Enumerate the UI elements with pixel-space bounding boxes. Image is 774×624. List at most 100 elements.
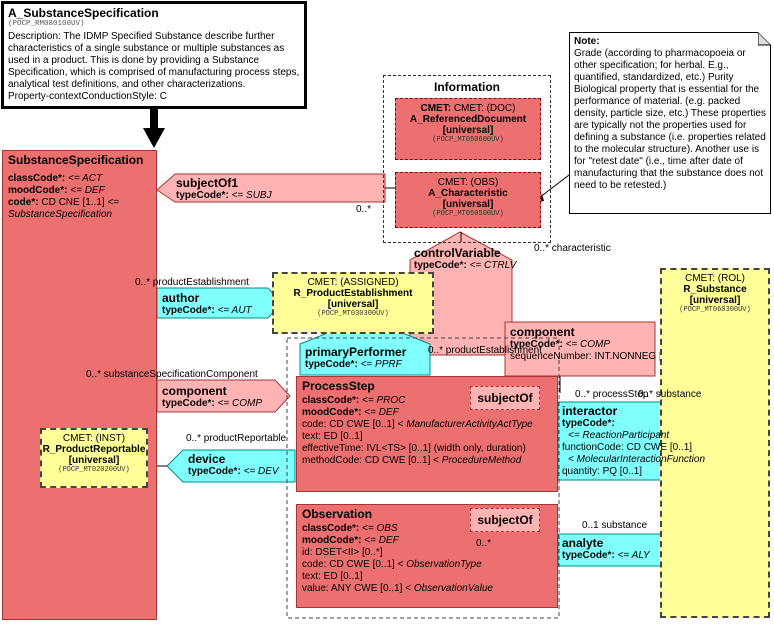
device-participation[interactable]: device typeCode*: <= DEV: [188, 452, 293, 480]
pp-role: productEstablishment: [445, 345, 542, 356]
primaryperformer-title: primaryPerformer: [305, 345, 407, 359]
controlvariable-type-label: typeCode*:: [414, 260, 467, 271]
author-type-val: <= AUT: [217, 305, 252, 316]
est-name: R_ProductEstablishment: [293, 288, 413, 299]
cmet-substance[interactable]: CMET: (ROL) R_Substance [universal] (POC…: [660, 268, 770, 618]
rep-name: R_ProductReportable: [42, 444, 146, 455]
ps-attr-name: effectiveTime: IVL<TS> [0..1] (width onl…: [302, 443, 526, 454]
substance-spec-title: SubstanceSpecification: [8, 153, 144, 167]
sub-id: (POCP_MT060300UV): [679, 306, 751, 314]
int-role-left: processStep: [592, 389, 649, 400]
analyte-mult: 0..1: [582, 520, 599, 531]
ps-attr-name: text: ED [0..1]: [302, 431, 363, 442]
cr-type-val: <= COMP: [565, 339, 611, 350]
cmet-characteristic[interactable]: CMET: (OBS) A_Characteristic [universal]…: [395, 172, 541, 228]
author-role-name: productEstablishment: [152, 277, 249, 288]
obs-attr-name: classCode*:: [302, 523, 360, 534]
entry-id: (POCP_RM080100UV): [8, 20, 85, 28]
cmet-product-establishment[interactable]: CMET: (ASSIGNED) R_ProductEstablishment …: [272, 272, 434, 334]
device-mult: 0..*: [186, 433, 202, 444]
note-heading: Note:: [574, 36, 600, 47]
cl-type-val: <= COMP: [217, 398, 263, 409]
int-type-val: <= ReactionParticipant: [568, 430, 670, 441]
subjectof1-multiplicity: 0..*: [356, 204, 372, 215]
int-mult-right: 0..*: [638, 389, 654, 400]
pp-type-label: typeCode*:: [305, 359, 358, 370]
rep-cmet: CMET: (INST): [62, 433, 126, 444]
analyte-title: analyte: [562, 536, 604, 550]
ps-attr-name: code: CD CWE [0..1] <: [302, 419, 404, 430]
controlvariable-title: controlVariable: [414, 246, 501, 260]
obs-attr-name: code: CD CWE [0..1] <: [302, 559, 404, 570]
component-relationship-right[interactable]: component typeCode*: <= COMP sequenceNum…: [510, 325, 681, 375]
cl-role: substanceSpecificationComponent: [103, 369, 258, 380]
interactor-role-right: 0..* substance: [638, 389, 701, 400]
analyte-role-name: substance: [601, 520, 648, 531]
cmet-referenced-document[interactable]: CMET: CMET: (DOC) A_ReferencedDocument […: [395, 98, 541, 160]
component-relationship-left[interactable]: component typeCode*: <= COMP: [162, 384, 277, 410]
author-participation[interactable]: author typeCode*: <= AUT: [162, 291, 272, 317]
int-fc-val: < MolecularInteractionFunction: [568, 454, 706, 465]
int-role-right: substance: [655, 389, 702, 400]
int-qty: quantity: PQ [0..1]: [562, 466, 643, 477]
ps-attr-val: ManufacturerActivityActType: [406, 419, 533, 430]
analyte-type-label: typeCode*:: [562, 550, 615, 561]
entry-point-box: A_SubstanceSpecification (POCP_RM080100U…: [1, 1, 307, 109]
ss-attr-name: classCode*:: [8, 173, 66, 184]
sub-cmet: CMET: (ROL): [685, 273, 745, 284]
rep-univ: [universal]: [68, 455, 120, 466]
subjectof1-relationship[interactable]: subjectOf1 typeCode*: <= SUBJ: [176, 176, 376, 202]
cv-mult: 0..*: [534, 243, 550, 254]
ps-subjectof-label: subjectOf: [477, 391, 533, 405]
ss-attr-val: SubstanceSpecification: [8, 209, 112, 220]
cmet-product-reportable[interactable]: CMET: (INST) R_ProductReportable [univer…: [40, 428, 148, 488]
est-cmet: CMET: (ASSIGNED): [307, 277, 399, 288]
substance-specification-class[interactable]: SubstanceSpecification classCode*: <= AC…: [2, 150, 157, 620]
device-role-name: productReportable: [203, 433, 287, 444]
observation-class[interactable]: Observation classCode*: <= OBS moodCode*…: [296, 504, 558, 608]
entry-style: Property-contextConductionStyle: C: [8, 91, 167, 102]
obs-attr-name: moodCode*:: [302, 535, 362, 546]
est-univ: [universal]: [327, 299, 379, 310]
subjectof1-type-val: <= SUBJ: [231, 190, 272, 201]
analyte-role: 0..1 substance: [582, 520, 647, 531]
device-type-label: typeCode*:: [188, 466, 241, 477]
subjectof1-title: subjectOf1: [176, 176, 239, 190]
est-id: (POCP_MT030300UV): [317, 310, 389, 318]
primaryperformer-participation[interactable]: primaryPerformer typeCode*: <= PPRF: [305, 345, 429, 373]
obs-attr-val: ObservationValue: [413, 583, 493, 594]
obs-id: (POCP_MT050500UV): [432, 210, 504, 218]
analyte-participation[interactable]: analyte typeCode*: <= ALY: [562, 536, 662, 564]
interactor-role-left: 0..* processStep: [575, 389, 648, 400]
ss-attr-name: moodCode*:: [8, 185, 68, 196]
observation-subjectof[interactable]: subjectOf: [470, 508, 540, 532]
entry-description: Description: The IDMP Specified Substanc…: [8, 31, 300, 90]
cv-role: characteristic: [551, 243, 611, 254]
processstep-title: ProcessStep: [302, 379, 375, 393]
pp-type-val: <= PPRF: [360, 359, 402, 370]
obs-attr-val: <= OBS: [362, 523, 398, 534]
obs-attr-name: text: ED [0..1]: [302, 571, 363, 582]
int-type-label: typeCode*:: [562, 418, 615, 429]
ss-attr-val: CD CNE [1..1] <=: [41, 197, 120, 208]
interactor-participation[interactable]: interactor typeCode*: <= ReactionPartici…: [562, 404, 722, 480]
analyte-type-val: <= ALY: [617, 550, 650, 561]
sub-univ: [universal]: [689, 295, 741, 306]
primaryperformer-role: 0..* productEstablishment: [428, 345, 542, 356]
note-text: Grade (according to pharmacopoeia or oth…: [574, 48, 766, 191]
component-right-title: component: [510, 325, 575, 339]
note-box: Note: Grade (according to pharmacopoeia …: [569, 32, 771, 214]
ps-attr-name: moodCode*:: [302, 407, 362, 418]
obs-attr-name: id: DSET<II> [0..*]: [302, 547, 383, 558]
device-role: 0..* productReportable: [186, 433, 286, 444]
controlvariable-relationship[interactable]: controlVariable typeCode*: <= CTRLV: [414, 246, 516, 276]
ps-attr-name: classCode*:: [302, 395, 360, 406]
ps-attr-val: ProcedureMethod: [441, 455, 522, 466]
interactor-title: interactor: [562, 404, 618, 418]
ps-attr-val: <= DEF: [364, 407, 399, 418]
doc-name: A_ReferencedDocument: [409, 114, 527, 125]
cl-type-label: typeCode*:: [162, 398, 215, 409]
processstep-subjectof[interactable]: subjectOf: [470, 386, 540, 410]
obs-attr-val: ObservationType: [406, 559, 482, 570]
obs-cmet: CMET: (OBS): [437, 177, 499, 188]
